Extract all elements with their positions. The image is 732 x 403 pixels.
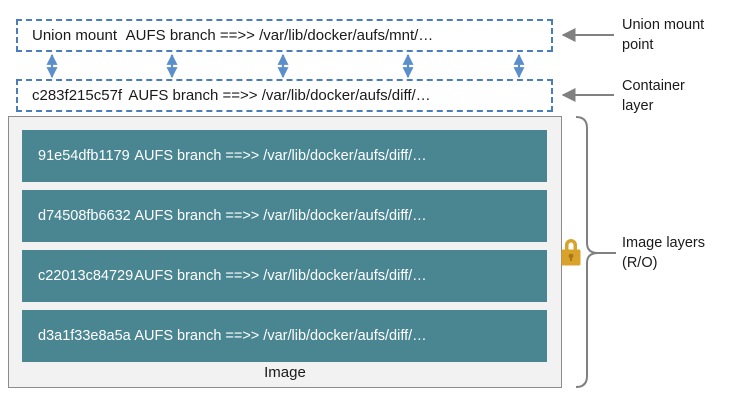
image-layer-row: d3a1f33e8a5a AUFS branch ==>> /var/lib/d… [22, 310, 547, 362]
callout-union-mount-point: Union mount point [622, 17, 705, 53]
image-container: 91e54dfb1179 AUFS branch ==>> /var/lib/d… [8, 116, 562, 388]
container-layer-id: c283f215c57f [32, 87, 123, 104]
image-layer-id: 91e54dfb1179 [38, 148, 130, 164]
union-mount-id: Union mount [32, 27, 118, 44]
image-caption: Image [264, 364, 306, 381]
callout-container-layer: Container layer [622, 78, 685, 114]
image-layer-row: d74508fb6632 AUFS branch ==>> /var/lib/d… [22, 190, 547, 242]
callout-image-layers: Image layers (R/O) [622, 235, 706, 271]
union-mount-box: Union mount AUFS branch ==>> /var/lib/do… [16, 19, 553, 52]
image-layer-id: c22013c84729 [38, 268, 134, 284]
image-layer-branch: AUFS branch ==>> /var/lib/docker/aufs/di… [134, 328, 427, 344]
lock-icon [561, 239, 581, 266]
image-layer-id: d74508fb6632 [38, 208, 131, 224]
union-mount-branch: AUFS branch ==>> /var/lib/docker/aufs/mn… [125, 27, 434, 44]
image-layer-id: d3a1f33e8a5a [38, 328, 131, 344]
image-layer-branch: AUFS branch ==>> /var/lib/docker/aufs/di… [134, 148, 427, 164]
image-layer-branch: AUFS branch ==>> /var/lib/docker/aufs/di… [134, 208, 427, 224]
container-layer-branch: AUFS branch ==>> /var/lib/docker/aufs/di… [128, 87, 431, 104]
container-layer-box: c283f215c57f AUFS branch ==>> /var/lib/d… [16, 79, 553, 112]
image-layer-row: 91e54dfb1179 AUFS branch ==>> /var/lib/d… [22, 130, 547, 182]
image-layer-row: c22013c84729 AUFS branch ==>> /var/lib/d… [22, 250, 547, 302]
image-layer-branch: AUFS branch ==>> /var/lib/docker/aufs/di… [134, 268, 427, 284]
